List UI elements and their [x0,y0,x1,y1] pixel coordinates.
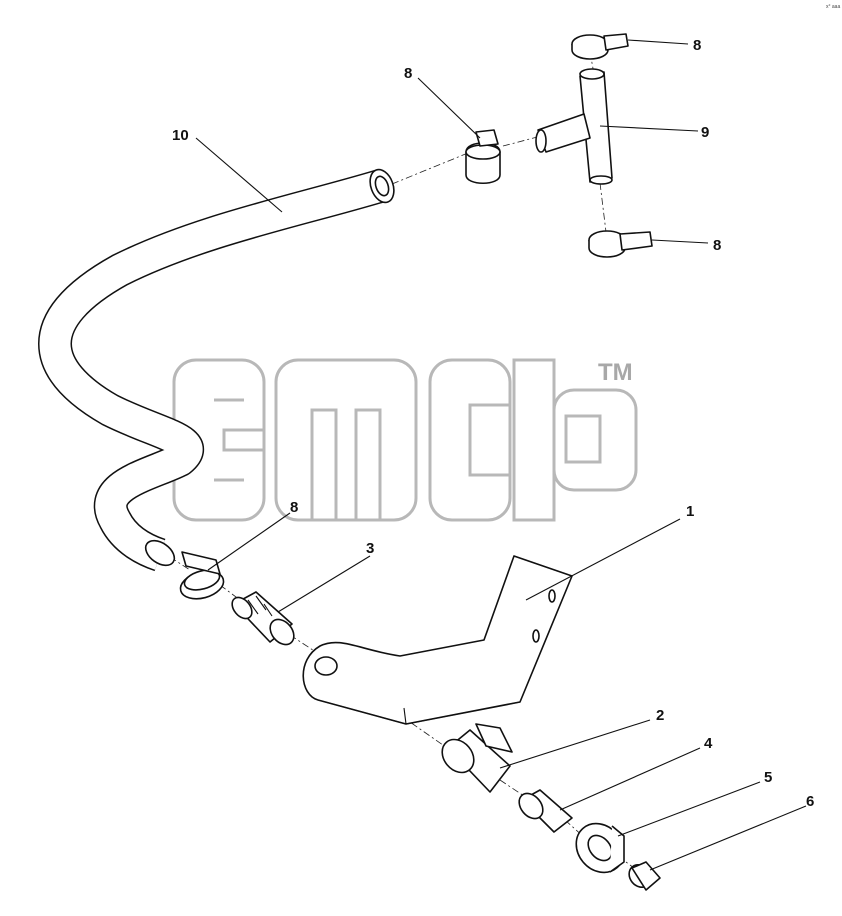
callout-8-bottom: 8 [290,499,298,516]
callout-8-mid-right: 8 [713,237,721,254]
callout-1: 1 [686,503,694,520]
corner-note: x° aaa [826,4,840,10]
part-2-valve [441,723,513,793]
leader-lines [195,39,807,871]
part-8-clamp-mid-right [588,230,653,258]
assembly-axes [169,51,635,869]
callout-5: 5 [764,769,772,786]
callout-8-top: 8 [404,65,412,82]
part-9-tee [535,68,613,185]
part-3-barb-fitting [231,591,295,646]
trademark-mark: TM [598,359,633,386]
callout-8-top-right: 8 [693,37,701,54]
part-10-hose [38,168,395,572]
part-1-bracket [302,555,573,725]
part-8-clamp-top [465,129,501,185]
watermark-logo: TM [172,358,638,522]
callout-6: 6 [806,793,814,810]
callout-10: 10 [172,127,189,144]
part-6-cap [628,861,661,891]
callout-4: 4 [704,735,713,752]
part-5-nut [575,822,625,874]
callout-2: 2 [656,707,664,724]
part-8-clamp-bottom [179,551,225,600]
callout-labels: 8 8 9 10 8 8 3 1 2 4 5 6 [172,37,814,810]
callout-3: 3 [366,540,374,557]
part-8-clamp-top-right [571,33,629,60]
part-4-nipple [518,789,573,833]
callout-9: 9 [701,124,709,141]
